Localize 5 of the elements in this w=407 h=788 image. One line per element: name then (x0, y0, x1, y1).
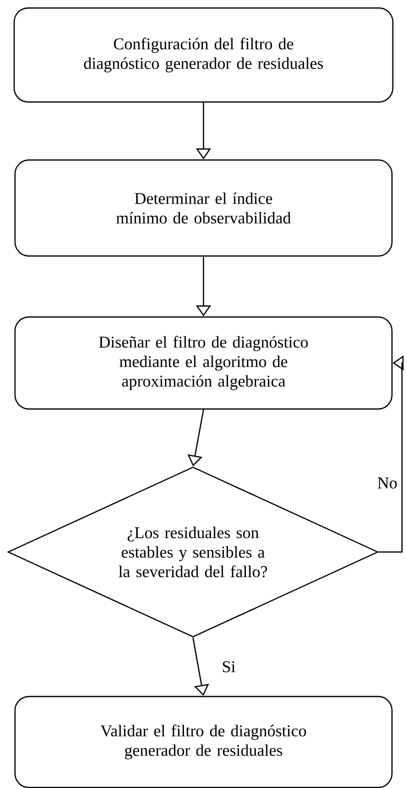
edge-label: Si (220, 660, 237, 674)
process-box: Validar el filtro de diagnóstico generador de residuales (14, 696, 393, 788)
process-box: Diseñar el filtro de diagnóstico mediante el algoritmo de aproximación algebraica (14, 316, 393, 410)
process-box: Configuración del filtro de diagnóstico generador de residuales (14, 7, 394, 103)
process-box: Determinar el índice mínimo de observabilidad (14, 159, 393, 257)
